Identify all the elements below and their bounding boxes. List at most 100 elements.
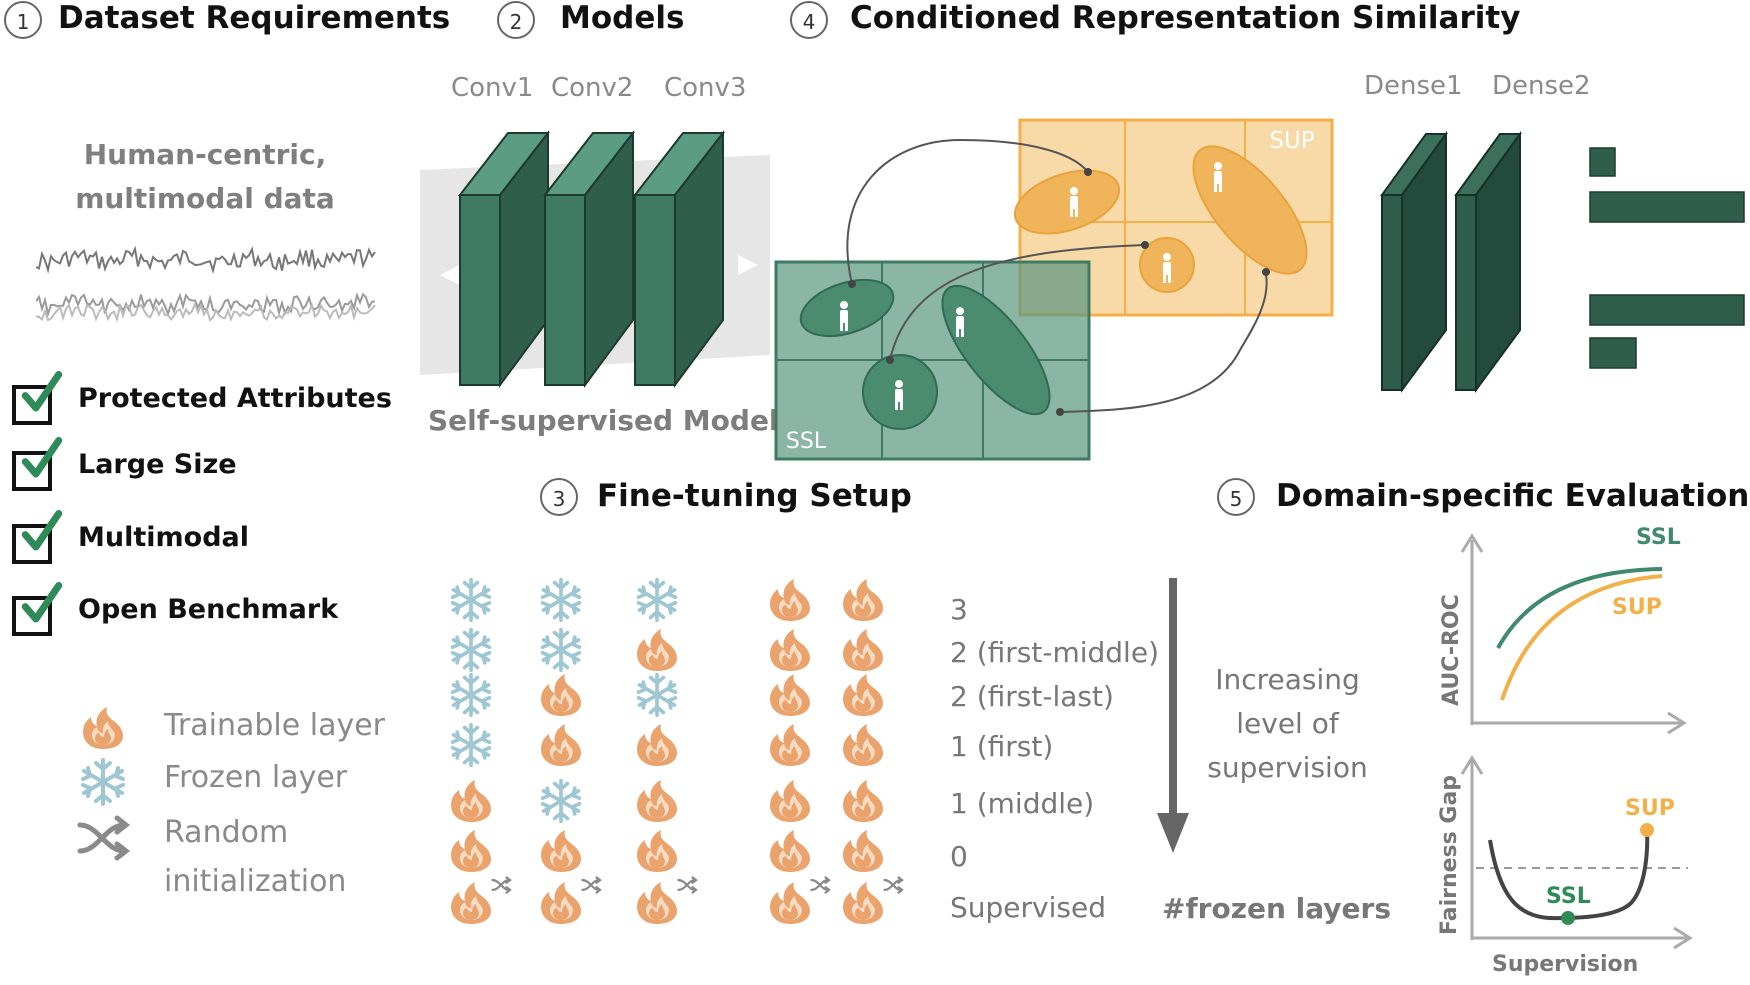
conv3-label: Conv3	[664, 73, 747, 103]
legend-frozen-label: Frozen layer	[164, 760, 348, 795]
ssl-model-diagram	[420, 130, 770, 389]
frozen-layer-icon	[537, 778, 585, 824]
frozen-layer-icon	[633, 577, 681, 623]
frozen-layer-icon	[447, 722, 495, 768]
trainable-layer-icon	[633, 722, 681, 768]
shuffle-icon	[883, 876, 904, 894]
person-icon	[956, 307, 964, 337]
conv1-block	[457, 130, 551, 389]
frozen-count-label: 1 (first)	[950, 730, 1054, 763]
step-number-3: 3	[540, 478, 578, 516]
legend-trainable-label: Trainable layer	[164, 708, 386, 743]
dense1-block	[1380, 130, 1448, 394]
output-bar	[1589, 147, 1616, 177]
trainable-layer-icon	[839, 722, 887, 768]
gap-ssl-label: SSL	[1546, 884, 1591, 909]
frozen-layer-icon	[537, 577, 585, 623]
step-number-5: 5	[1217, 478, 1255, 516]
link-curve	[1059, 274, 1268, 413]
frozen-count-label: 2 (first-last)	[950, 680, 1114, 713]
dense2-label: Dense2	[1492, 71, 1591, 101]
requirement-label: Multimodal	[78, 522, 249, 553]
requirement-checkbox[interactable]	[12, 451, 52, 491]
conv2-block	[542, 130, 636, 389]
link-curve	[889, 244, 1146, 361]
shuffle-icon	[677, 876, 698, 894]
trainable-layer-icon	[839, 627, 887, 673]
signal-wave-top	[36, 245, 376, 275]
legend-random-label-line2: initialization	[164, 864, 347, 899]
data-description-line1: Human-centric,	[83, 138, 327, 171]
conv3-block	[632, 130, 726, 389]
random-init-layer-icon	[839, 880, 887, 926]
auc-roc-plot: SSL SUP AUC-ROC	[1439, 525, 1687, 735]
random-init-layer-icon	[537, 880, 585, 926]
frozen-count-label: 1 (middle)	[950, 787, 1095, 820]
trainable-layer-icon	[839, 778, 887, 824]
trainable-layer-icon	[633, 627, 681, 673]
person-icon	[1214, 162, 1222, 192]
legend-random-label-line1: Random	[164, 815, 289, 850]
fine-tuning-title: Fine-tuning Setup	[597, 478, 912, 514]
shuffle-icon	[491, 876, 512, 894]
supervision-text-line1: Increasing	[1215, 663, 1360, 696]
frozen-count-label: 0	[950, 840, 968, 873]
frozen-layer-icon	[447, 627, 495, 673]
trainable-layer-icon	[633, 778, 681, 824]
representation-similarity-diagram: SUP SSL	[774, 118, 1334, 461]
roc-ylabel: AUC-ROC	[1439, 594, 1464, 706]
trainable-layer-icon	[766, 778, 814, 824]
evaluation-title: Domain-specific Evaluation	[1276, 478, 1750, 514]
frozen-layers-footer: #frozen layers	[1162, 892, 1392, 925]
link-curve	[846, 138, 1089, 285]
checkmark-icon	[20, 371, 64, 415]
checkmark-icon	[20, 582, 64, 626]
step-number-1: 1	[4, 1, 42, 39]
output-bar	[1589, 337, 1637, 369]
trainable-layer-icon	[839, 828, 887, 874]
sup-roc-curve	[1500, 574, 1663, 701]
shuffle-icon	[77, 815, 131, 861]
fairness-curve	[1488, 829, 1650, 921]
person-icon	[1070, 187, 1078, 217]
random-init-layer-icon	[633, 880, 681, 926]
trainable-layer-icon	[766, 672, 814, 718]
requirement-checkbox[interactable]	[12, 385, 52, 425]
supervision-arrow	[1157, 578, 1189, 853]
frozen-count-label: Supervised	[950, 891, 1106, 924]
dense1-label: Dense1	[1364, 71, 1463, 101]
supervision-text-line3: supervision	[1207, 751, 1368, 784]
step-number-2: 2	[497, 1, 535, 39]
dataset-requirements-title: Dataset Requirements	[58, 0, 451, 36]
gap-ylabel: Fairness Gap	[1437, 775, 1462, 935]
frozen-count-label: 3	[950, 593, 968, 626]
dense-head-diagram	[1380, 130, 1745, 394]
step-number-4: 4	[790, 1, 828, 39]
shuffle-icon	[810, 876, 831, 894]
requirement-label: Large Size	[78, 449, 237, 480]
models-title: Models	[560, 0, 685, 36]
trainable-layer-icon	[839, 577, 887, 623]
signal-wave-middle	[36, 291, 376, 318]
trainable-layer-icon	[766, 577, 814, 623]
requirement-checkbox[interactable]	[12, 596, 52, 636]
frozen-layer-icon	[447, 577, 495, 623]
random-init-layer-icon	[447, 880, 495, 926]
signal-wave-bottom	[36, 301, 376, 323]
person-icon	[1163, 253, 1171, 283]
trainable-layer-icon	[537, 722, 585, 768]
dense2-block	[1454, 130, 1522, 394]
frozen-layer-icon	[447, 672, 495, 718]
roc-sup-label: SUP	[1612, 595, 1662, 620]
sup-point	[1640, 823, 1654, 837]
trainable-layer-icon	[537, 828, 585, 874]
frozen-layer-icon	[537, 627, 585, 673]
conv2-label: Conv2	[551, 73, 634, 103]
sup-grid-label: SUP	[1269, 128, 1314, 154]
flame-icon	[80, 705, 126, 751]
gap-sup-label: SUP	[1625, 796, 1675, 821]
conv1-label: Conv1	[451, 73, 534, 103]
trainable-layer-icon	[766, 627, 814, 673]
requirement-checkbox[interactable]	[12, 524, 52, 564]
output-bar	[1589, 191, 1745, 223]
